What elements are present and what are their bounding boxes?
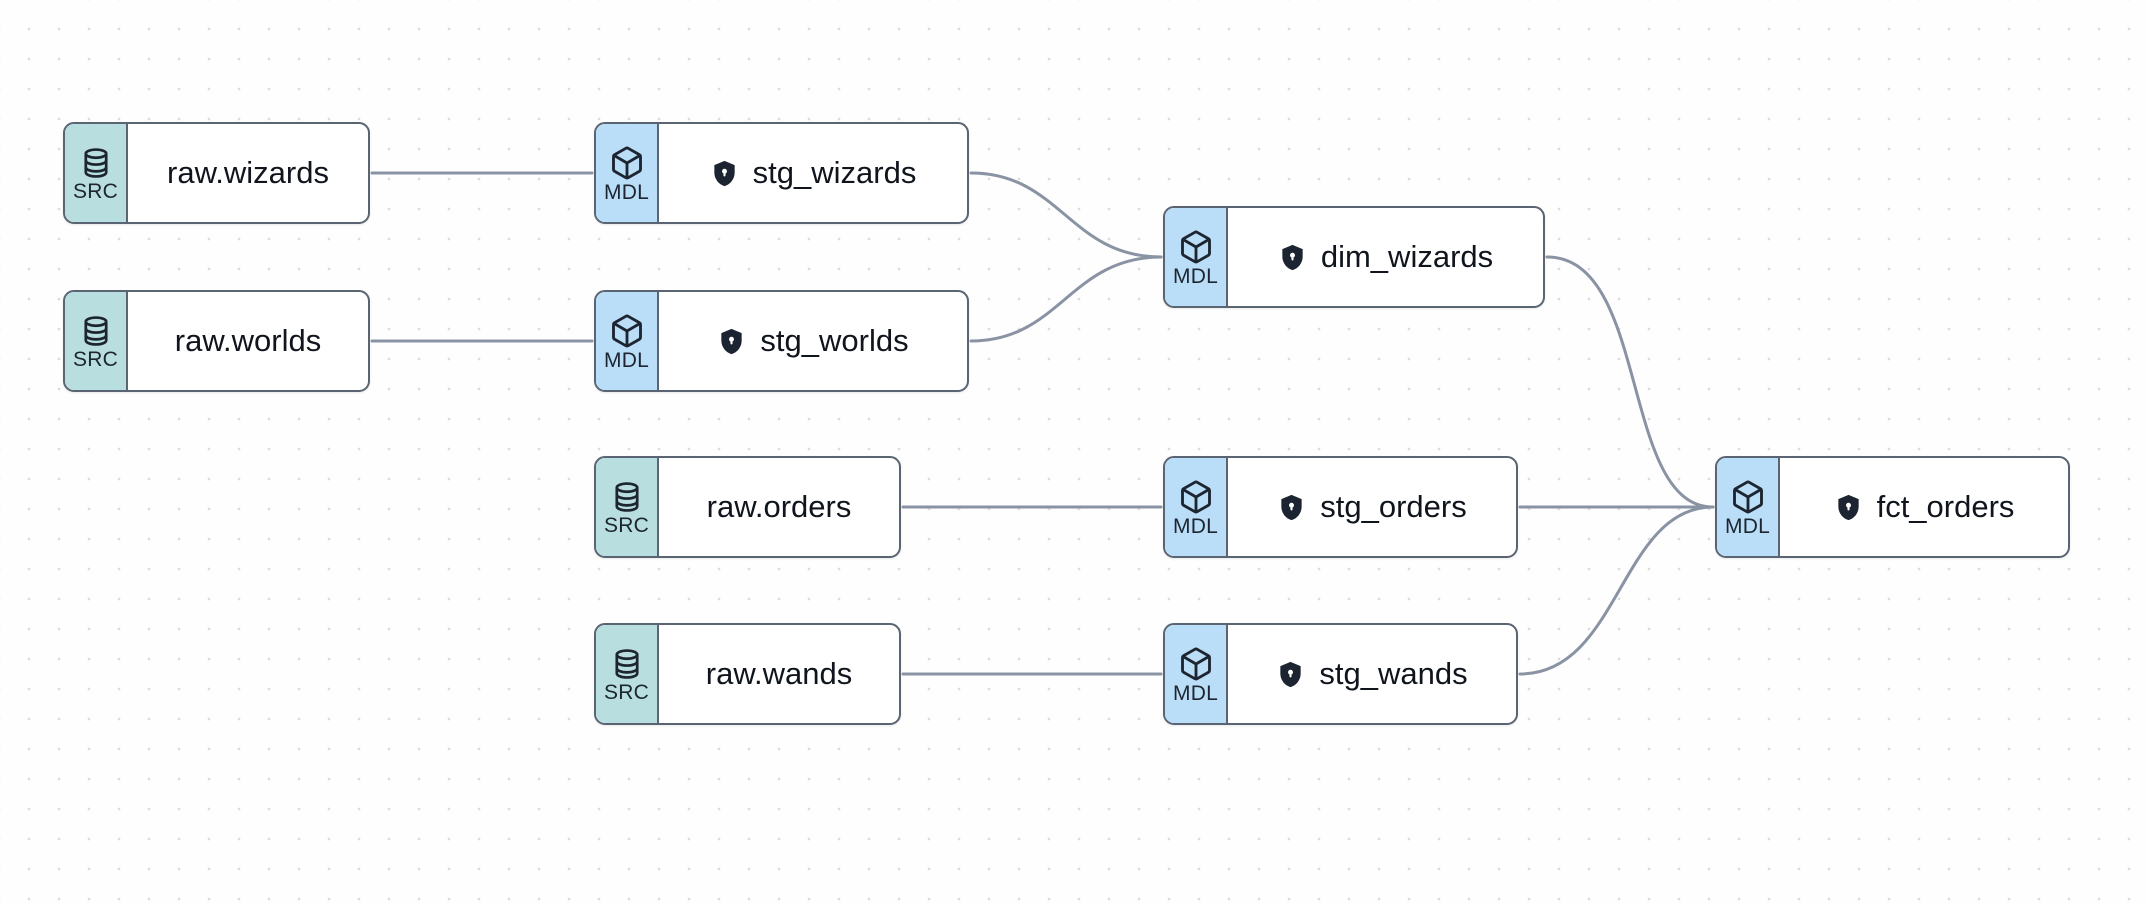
node-label: raw.orders: [706, 489, 852, 524]
lineage-node-raw_orders[interactable]: SRC raw.orders: [594, 456, 901, 558]
node-kind-badge: MDL: [1165, 458, 1228, 556]
node-body: stg_wizards: [659, 124, 967, 222]
database-icon: [79, 314, 113, 348]
node-kind-label: MDL: [604, 349, 649, 372]
cube-icon: [609, 145, 645, 181]
lineage-node-stg_worlds[interactable]: MDL stg_worlds: [594, 290, 969, 392]
database-icon: [79, 146, 113, 180]
lineage-node-fct_orders[interactable]: MDL fct_orders: [1715, 456, 2070, 558]
lineage-node-dim_wizards[interactable]: MDL dim_wizards: [1163, 206, 1545, 308]
database-icon: [610, 480, 644, 514]
node-kind-badge: SRC: [596, 458, 659, 556]
shield-lock-icon: [1834, 493, 1863, 522]
lineage-node-raw_wands[interactable]: SRC raw.wands: [594, 623, 901, 725]
node-body: raw.wizards: [128, 124, 368, 222]
node-kind-label: SRC: [604, 681, 649, 704]
lineage-edge-dim_wizards-to-fct_orders: [1545, 255, 1715, 509]
node-kind-label: SRC: [73, 348, 118, 371]
lineage-node-stg_wizards[interactable]: MDL stg_wizards: [594, 122, 969, 224]
node-kind-badge: SRC: [596, 625, 659, 723]
node-body: raw.worlds: [128, 292, 368, 390]
node-body: raw.wands: [659, 625, 899, 723]
lineage-node-raw_worlds[interactable]: SRC raw.worlds: [63, 290, 370, 392]
cube-icon: [1730, 479, 1766, 515]
node-body: stg_worlds: [659, 292, 967, 390]
node-kind-label: MDL: [1173, 265, 1218, 288]
cube-icon: [1178, 646, 1214, 682]
shield-lock-icon: [710, 159, 739, 188]
node-kind-badge: MDL: [596, 124, 659, 222]
node-kind-badge: MDL: [1165, 625, 1228, 723]
shield-lock-icon: [1278, 243, 1307, 272]
lineage-edge-stg_wizards-to-dim_wizards: [969, 171, 1163, 259]
node-kind-badge: MDL: [596, 292, 659, 390]
node-body: stg_orders: [1228, 458, 1516, 556]
node-label: stg_wands: [1319, 656, 1468, 691]
lineage-node-raw_wizards[interactable]: SRC raw.wizards: [63, 122, 370, 224]
node-kind-label: MDL: [1173, 682, 1218, 705]
cube-icon: [1178, 479, 1214, 515]
node-label: stg_wizards: [752, 155, 917, 190]
node-kind-label: SRC: [604, 514, 649, 537]
node-body: raw.orders: [659, 458, 899, 556]
node-kind-label: MDL: [1173, 515, 1218, 538]
cube-icon: [1178, 229, 1214, 265]
shield-lock-icon: [717, 327, 746, 356]
lineage-node-stg_wands[interactable]: MDL stg_wands: [1163, 623, 1518, 725]
database-icon: [610, 647, 644, 681]
node-label: stg_worlds: [760, 323, 909, 358]
cube-icon: [609, 313, 645, 349]
lineage-edge-stg_wands-to-fct_orders: [1518, 505, 1715, 676]
node-label: dim_wizards: [1320, 239, 1494, 274]
shield-lock-icon: [1277, 493, 1306, 522]
node-kind-badge: SRC: [65, 292, 128, 390]
node-label: raw.worlds: [174, 323, 322, 358]
lineage-edge-stg_worlds-to-dim_wizards: [969, 255, 1163, 343]
shield-lock-icon: [1276, 660, 1305, 689]
lineage-node-stg_orders[interactable]: MDL stg_orders: [1163, 456, 1518, 558]
node-kind-badge: MDL: [1717, 458, 1780, 556]
node-kind-label: MDL: [1725, 515, 1770, 538]
node-kind-label: MDL: [604, 181, 649, 204]
node-label: raw.wizards: [167, 155, 329, 190]
node-body: stg_wands: [1228, 625, 1516, 723]
node-kind-badge: MDL: [1165, 208, 1228, 306]
node-label: fct_orders: [1876, 489, 2015, 524]
node-label: stg_orders: [1320, 489, 1467, 524]
node-body: fct_orders: [1780, 458, 2068, 556]
node-label: raw.wands: [705, 656, 853, 691]
node-kind-label: SRC: [73, 180, 118, 203]
node-kind-badge: SRC: [65, 124, 128, 222]
node-body: dim_wizards: [1228, 208, 1543, 306]
